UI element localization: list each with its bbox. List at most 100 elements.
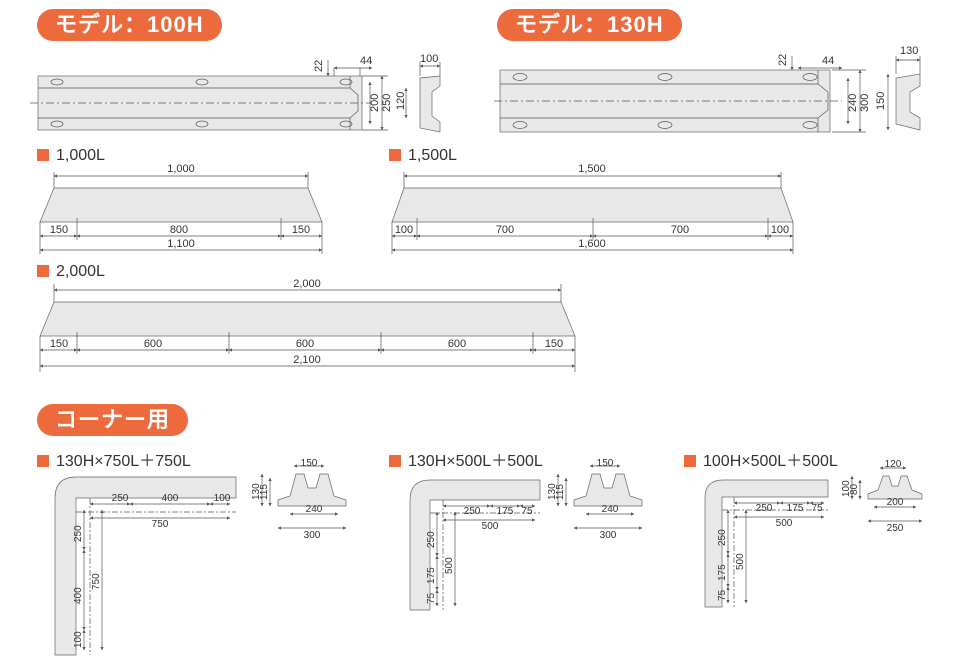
dim-text: 100 xyxy=(841,480,852,497)
dim-text: 115 xyxy=(259,484,270,500)
dim-text: 500 xyxy=(482,521,499,532)
bullet-square-icon xyxy=(37,265,49,277)
dim-text: 150 xyxy=(50,224,68,236)
dim-text: 750 xyxy=(91,573,102,590)
length-2000-label: 2,000L xyxy=(56,263,105,280)
length-1000-label: 1,000L xyxy=(56,147,105,164)
dim-text: 80 xyxy=(849,483,860,495)
dim-text: 700 xyxy=(496,224,514,236)
corner-2-profile xyxy=(556,464,643,530)
dim-text: 150 xyxy=(875,92,887,110)
dim-text: 500 xyxy=(735,553,746,570)
dim-text: 175 xyxy=(787,503,804,514)
dim-text: 100 xyxy=(395,224,413,236)
dim-text: 44 xyxy=(360,55,372,67)
dim-text: 75 xyxy=(426,592,437,604)
dim-text: 150 xyxy=(292,224,310,236)
dim-text: 44 xyxy=(822,55,834,67)
dim-text: 175 xyxy=(426,567,437,584)
length-1500-side-view xyxy=(391,172,794,254)
model-100h-title: モデル：100H xyxy=(37,9,222,41)
dim-text: 1,600 xyxy=(578,238,606,250)
dim-text: 700 xyxy=(671,224,689,236)
dim-text: 240 xyxy=(306,504,323,515)
dim-text: 150 xyxy=(545,338,563,350)
dim-text: 300 xyxy=(859,94,871,112)
model-100h-plan xyxy=(30,60,408,131)
model-100h-profile xyxy=(419,62,441,133)
dim-text: 250 xyxy=(464,506,481,517)
dim-text: 130 xyxy=(547,483,558,500)
corner-2-label: 130H×500L＋500L xyxy=(408,453,543,470)
corner-2-plan xyxy=(409,479,541,611)
dim-text: 175 xyxy=(497,506,514,517)
dim-text: 150 xyxy=(597,458,614,469)
dim-text: 115 xyxy=(555,484,566,500)
dim-text: 240 xyxy=(847,94,859,112)
dim-text: 250 xyxy=(756,503,773,514)
dim-text: 600 xyxy=(448,338,466,350)
dim-text: 2,100 xyxy=(293,354,321,366)
dim-text: 800 xyxy=(170,224,188,236)
corner-3-plan xyxy=(704,479,829,608)
corner-3-heading: 100H×500L＋500L xyxy=(684,452,838,472)
dim-text: 1,500 xyxy=(578,163,606,175)
length-1000-heading: 1,000L xyxy=(37,146,105,166)
dim-text: 300 xyxy=(304,530,321,541)
dim-text: 100 xyxy=(214,493,231,504)
dim-text: 250 xyxy=(426,531,437,548)
dim-text: 250 xyxy=(73,525,84,542)
dim-text: 175 xyxy=(717,564,728,581)
dim-text: 400 xyxy=(162,493,179,504)
dim-text: 240 xyxy=(602,504,619,515)
model-130h-title: モデル：130H xyxy=(497,9,682,41)
dim-text: 130 xyxy=(251,483,262,500)
dim-text: 100 xyxy=(420,53,438,65)
bullet-square-icon xyxy=(389,149,401,161)
dim-text: 120 xyxy=(885,459,902,470)
bullet-square-icon xyxy=(37,149,49,161)
length-1500-label: 1,500L xyxy=(408,147,457,164)
model-130h-profile xyxy=(886,56,921,131)
dim-text: 250 xyxy=(112,493,129,504)
dim-text: 200 xyxy=(887,497,904,508)
dim-text: 22 xyxy=(777,54,789,66)
dim-text: 150 xyxy=(50,338,68,350)
dim-text: 1,000 xyxy=(167,163,195,175)
dim-text: 200 xyxy=(369,94,381,112)
corner-1-plan xyxy=(54,476,237,656)
length-1500-heading: 1,500L xyxy=(389,146,457,166)
bullet-square-icon xyxy=(37,455,49,467)
dim-text: 300 xyxy=(600,530,617,541)
dim-text: 130 xyxy=(900,45,918,57)
dim-text: 75 xyxy=(521,506,533,517)
dim-text: 75 xyxy=(811,503,823,514)
dim-text: 250 xyxy=(717,529,728,546)
model-130h-plan xyxy=(494,56,866,133)
length-1000-side-view xyxy=(39,172,323,254)
corner-2-heading: 130H×500L＋500L xyxy=(389,452,543,472)
dim-text: 500 xyxy=(444,557,455,574)
dim-text: 75 xyxy=(717,589,728,601)
corner-1-label: 130H×750L＋750L xyxy=(56,453,191,470)
bullet-square-icon xyxy=(389,455,401,467)
dim-text: 250 xyxy=(381,94,393,112)
dim-text: 100 xyxy=(771,224,789,236)
dim-text: 2,000 xyxy=(293,278,321,290)
corner-3-label: 100H×500L＋500L xyxy=(703,453,838,470)
length-2000-side-view xyxy=(39,284,576,372)
dim-text: 600 xyxy=(296,338,314,350)
dim-text: 150 xyxy=(301,458,318,469)
dim-text: 750 xyxy=(152,519,169,530)
length-2000-heading: 2,000L xyxy=(37,262,105,282)
corner-3-profile xyxy=(850,466,923,523)
dim-text: 100 xyxy=(73,631,84,648)
dim-text: 250 xyxy=(887,523,904,534)
dim-text: 600 xyxy=(144,338,162,350)
dim-text: 22 xyxy=(313,60,325,72)
corner-1-heading: 130H×750L＋750L xyxy=(37,452,191,472)
dim-text: 500 xyxy=(776,518,793,529)
bullet-square-icon xyxy=(684,455,696,467)
corner-title: コーナー用 xyxy=(37,404,189,436)
